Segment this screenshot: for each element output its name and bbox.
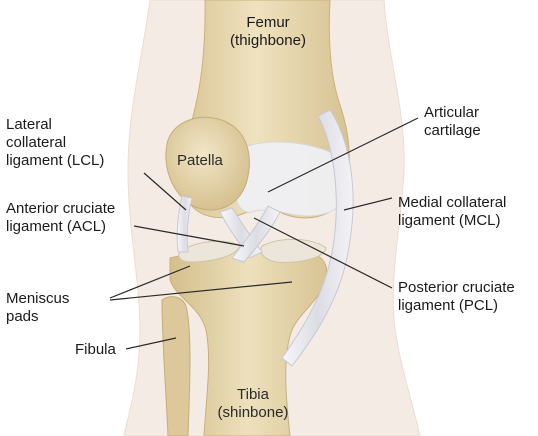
label-meniscus: Meniscus pads	[6, 290, 69, 326]
label-pcl: Posterior cruciate ligament (PCL)	[398, 279, 515, 315]
articular-cartilage	[234, 142, 347, 216]
label-acl: Anterior cruciate ligament (ACL)	[6, 200, 115, 236]
label-patella: Patella	[177, 152, 223, 170]
label-articular: Articular cartilage	[424, 104, 481, 140]
label-mcl: Medial collateral ligament (MCL)	[398, 194, 506, 230]
label-fibula: Fibula	[75, 341, 116, 359]
label-lcl: Lateral collateral ligament (LCL)	[6, 116, 104, 170]
label-femur: Femur (thighbone)	[212, 14, 324, 50]
label-tibia: Tibia (shinbone)	[198, 386, 308, 422]
